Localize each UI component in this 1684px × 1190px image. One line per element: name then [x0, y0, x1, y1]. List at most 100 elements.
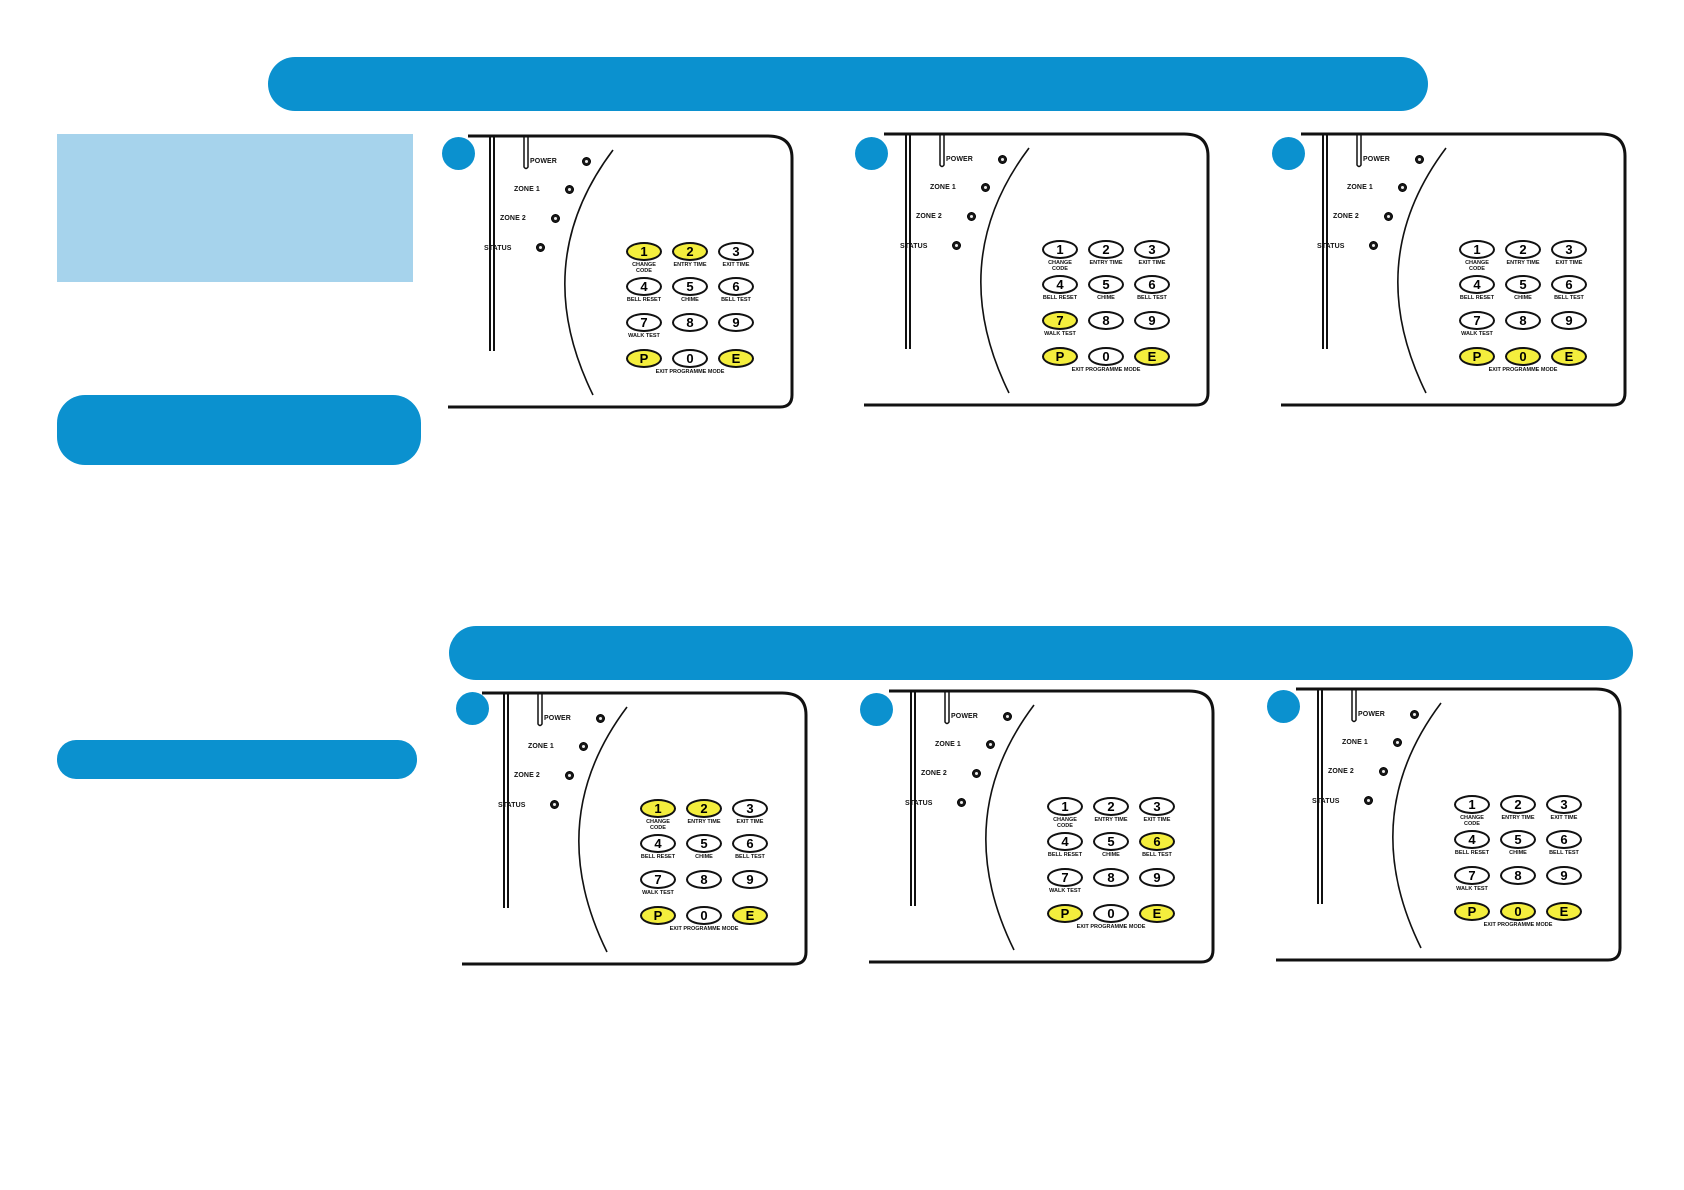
key-0[interactable]: 0	[1505, 347, 1541, 366]
key-2[interactable]: 2	[672, 242, 708, 261]
key-5[interactable]: 5	[1088, 275, 1124, 294]
led-label: ZONE 2	[1328, 768, 1354, 775]
key-6[interactable]: 6	[732, 834, 768, 853]
key-5[interactable]: 5	[1500, 830, 1536, 849]
key-1[interactable]: 1	[1047, 797, 1083, 816]
key-8[interactable]: 8	[672, 313, 708, 332]
key-9[interactable]: 9	[718, 313, 754, 332]
key-1[interactable]: 1	[626, 242, 662, 261]
led-indicator	[1369, 241, 1378, 250]
key-e[interactable]: E	[1551, 347, 1587, 366]
led-indicator	[972, 769, 981, 778]
led-indicator	[967, 212, 976, 221]
key-p[interactable]: P	[640, 906, 676, 925]
key-3[interactable]: 3	[1134, 240, 1170, 259]
key-3[interactable]: 3	[1546, 795, 1582, 814]
key-9[interactable]: 9	[1134, 311, 1170, 330]
key-9[interactable]: 9	[1546, 866, 1582, 885]
key-7[interactable]: 7	[1042, 311, 1078, 330]
top-section-banner	[268, 57, 1428, 111]
key-label-7: WALK TEST	[628, 890, 688, 896]
key-6[interactable]: 6	[1139, 832, 1175, 851]
key-3[interactable]: 3	[718, 242, 754, 261]
led-label: POWER	[946, 156, 973, 163]
key-1[interactable]: 1	[640, 799, 676, 818]
key-e[interactable]: E	[1134, 347, 1170, 366]
led-indicator	[1379, 767, 1388, 776]
key-4[interactable]: 4	[626, 277, 662, 296]
key-e[interactable]: E	[718, 349, 754, 368]
key-9[interactable]: 9	[1139, 868, 1175, 887]
key-8[interactable]: 8	[1505, 311, 1541, 330]
key-label-1: CHANGE CODE	[1454, 815, 1490, 827]
key-0[interactable]: 0	[1093, 904, 1129, 923]
led-label: POWER	[544, 715, 571, 722]
key-3[interactable]: 3	[732, 799, 768, 818]
key-5[interactable]: 5	[1093, 832, 1129, 851]
led-label: STATUS	[1312, 798, 1340, 805]
key-6[interactable]: 6	[1134, 275, 1170, 294]
key-label-7: WALK TEST	[1447, 331, 1507, 337]
led-indicator	[1398, 183, 1407, 192]
key-4[interactable]: 4	[1454, 830, 1490, 849]
key-7[interactable]: 7	[1454, 866, 1490, 885]
key-p[interactable]: P	[1047, 904, 1083, 923]
key-9[interactable]: 9	[732, 870, 768, 889]
key-4[interactable]: 4	[640, 834, 676, 853]
key-3[interactable]: 3	[1551, 240, 1587, 259]
key-8[interactable]: 8	[1500, 866, 1536, 885]
led-label: ZONE 1	[528, 743, 554, 750]
key-p[interactable]: P	[1459, 347, 1495, 366]
key-6[interactable]: 6	[718, 277, 754, 296]
key-5[interactable]: 5	[672, 277, 708, 296]
key-1[interactable]: 1	[1454, 795, 1490, 814]
key-9[interactable]: 9	[1551, 311, 1587, 330]
key-0[interactable]: 0	[672, 349, 708, 368]
key-p[interactable]: P	[1454, 902, 1490, 921]
key-7[interactable]: 7	[1047, 868, 1083, 887]
key-3[interactable]: 3	[1139, 797, 1175, 816]
key-8[interactable]: 8	[1093, 868, 1129, 887]
key-7[interactable]: 7	[626, 313, 662, 332]
led-indicator	[551, 214, 560, 223]
led-label: ZONE 2	[916, 213, 942, 220]
key-label-7: WALK TEST	[614, 333, 674, 339]
key-e[interactable]: E	[732, 906, 768, 925]
key-6[interactable]: 6	[1546, 830, 1582, 849]
led-indicator	[565, 185, 574, 194]
key-label-0: EXIT PROGRAMME MODE	[1071, 367, 1141, 373]
key-5[interactable]: 5	[686, 834, 722, 853]
led-label: ZONE 2	[1333, 213, 1359, 220]
key-0[interactable]: 0	[1500, 902, 1536, 921]
left-heading-banner-1	[57, 395, 421, 465]
key-2[interactable]: 2	[1505, 240, 1541, 259]
key-2[interactable]: 2	[1093, 797, 1129, 816]
key-7[interactable]: 7	[1459, 311, 1495, 330]
key-0[interactable]: 0	[1088, 347, 1124, 366]
key-2[interactable]: 2	[1088, 240, 1124, 259]
key-4[interactable]: 4	[1047, 832, 1083, 851]
key-1[interactable]: 1	[1042, 240, 1078, 259]
keypad-panel: POWERZONE 1ZONE 2STATUS1CHANGE CODE2ENTR…	[468, 133, 798, 408]
left-heading-banner-2	[57, 740, 417, 779]
key-p[interactable]: P	[1042, 347, 1078, 366]
key-e[interactable]: E	[1139, 904, 1175, 923]
key-6[interactable]: 6	[1551, 275, 1587, 294]
key-8[interactable]: 8	[686, 870, 722, 889]
key-4[interactable]: 4	[1459, 275, 1495, 294]
keypad-panel: POWERZONE 1ZONE 2STATUS1CHANGE CODE2ENTR…	[482, 690, 812, 965]
key-2[interactable]: 2	[686, 799, 722, 818]
key-0[interactable]: 0	[686, 906, 722, 925]
key-4[interactable]: 4	[1042, 275, 1078, 294]
key-2[interactable]: 2	[1500, 795, 1536, 814]
key-label-1: CHANGE CODE	[1459, 260, 1495, 272]
key-1[interactable]: 1	[1459, 240, 1495, 259]
led-indicator	[596, 714, 605, 723]
key-7[interactable]: 7	[640, 870, 676, 889]
key-label-2: ENTRY TIME	[1093, 817, 1129, 823]
led-indicator	[550, 800, 559, 809]
key-e[interactable]: E	[1546, 902, 1582, 921]
key-p[interactable]: P	[626, 349, 662, 368]
key-5[interactable]: 5	[1505, 275, 1541, 294]
key-8[interactable]: 8	[1088, 311, 1124, 330]
